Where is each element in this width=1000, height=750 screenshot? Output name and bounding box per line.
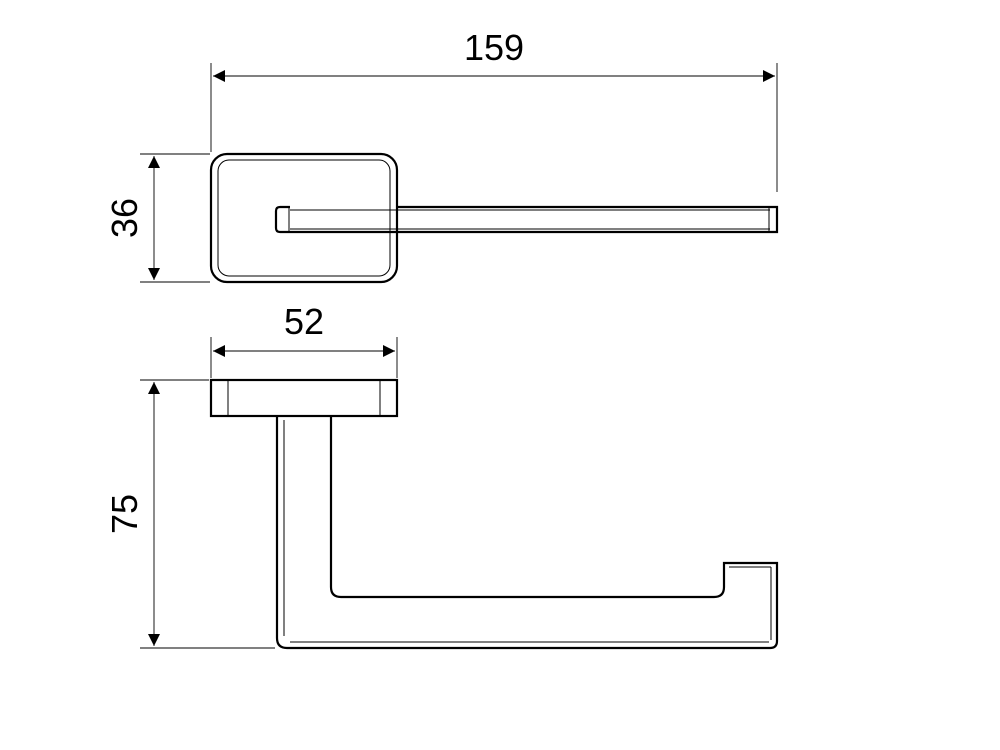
wall-plate-front	[209, 152, 399, 284]
dimension-projection: 75	[104, 379, 275, 649]
dimension-label-75: 75	[104, 494, 145, 534]
arm-bar-top	[274, 205, 779, 234]
dimension-plate-width: 52	[210, 301, 398, 378]
dimension-label-36: 36	[104, 198, 145, 238]
top-view	[209, 152, 779, 284]
dimension-label-52: 52	[284, 301, 324, 342]
wall-plate-side	[209, 378, 399, 418]
dimension-overall-length: 159	[210, 27, 778, 192]
dimension-label-159: 159	[464, 27, 524, 68]
side-view	[209, 378, 779, 650]
l-arm	[275, 416, 779, 650]
dimension-plate-height: 36	[104, 153, 210, 283]
wall-plate-front-inner	[217, 159, 391, 277]
